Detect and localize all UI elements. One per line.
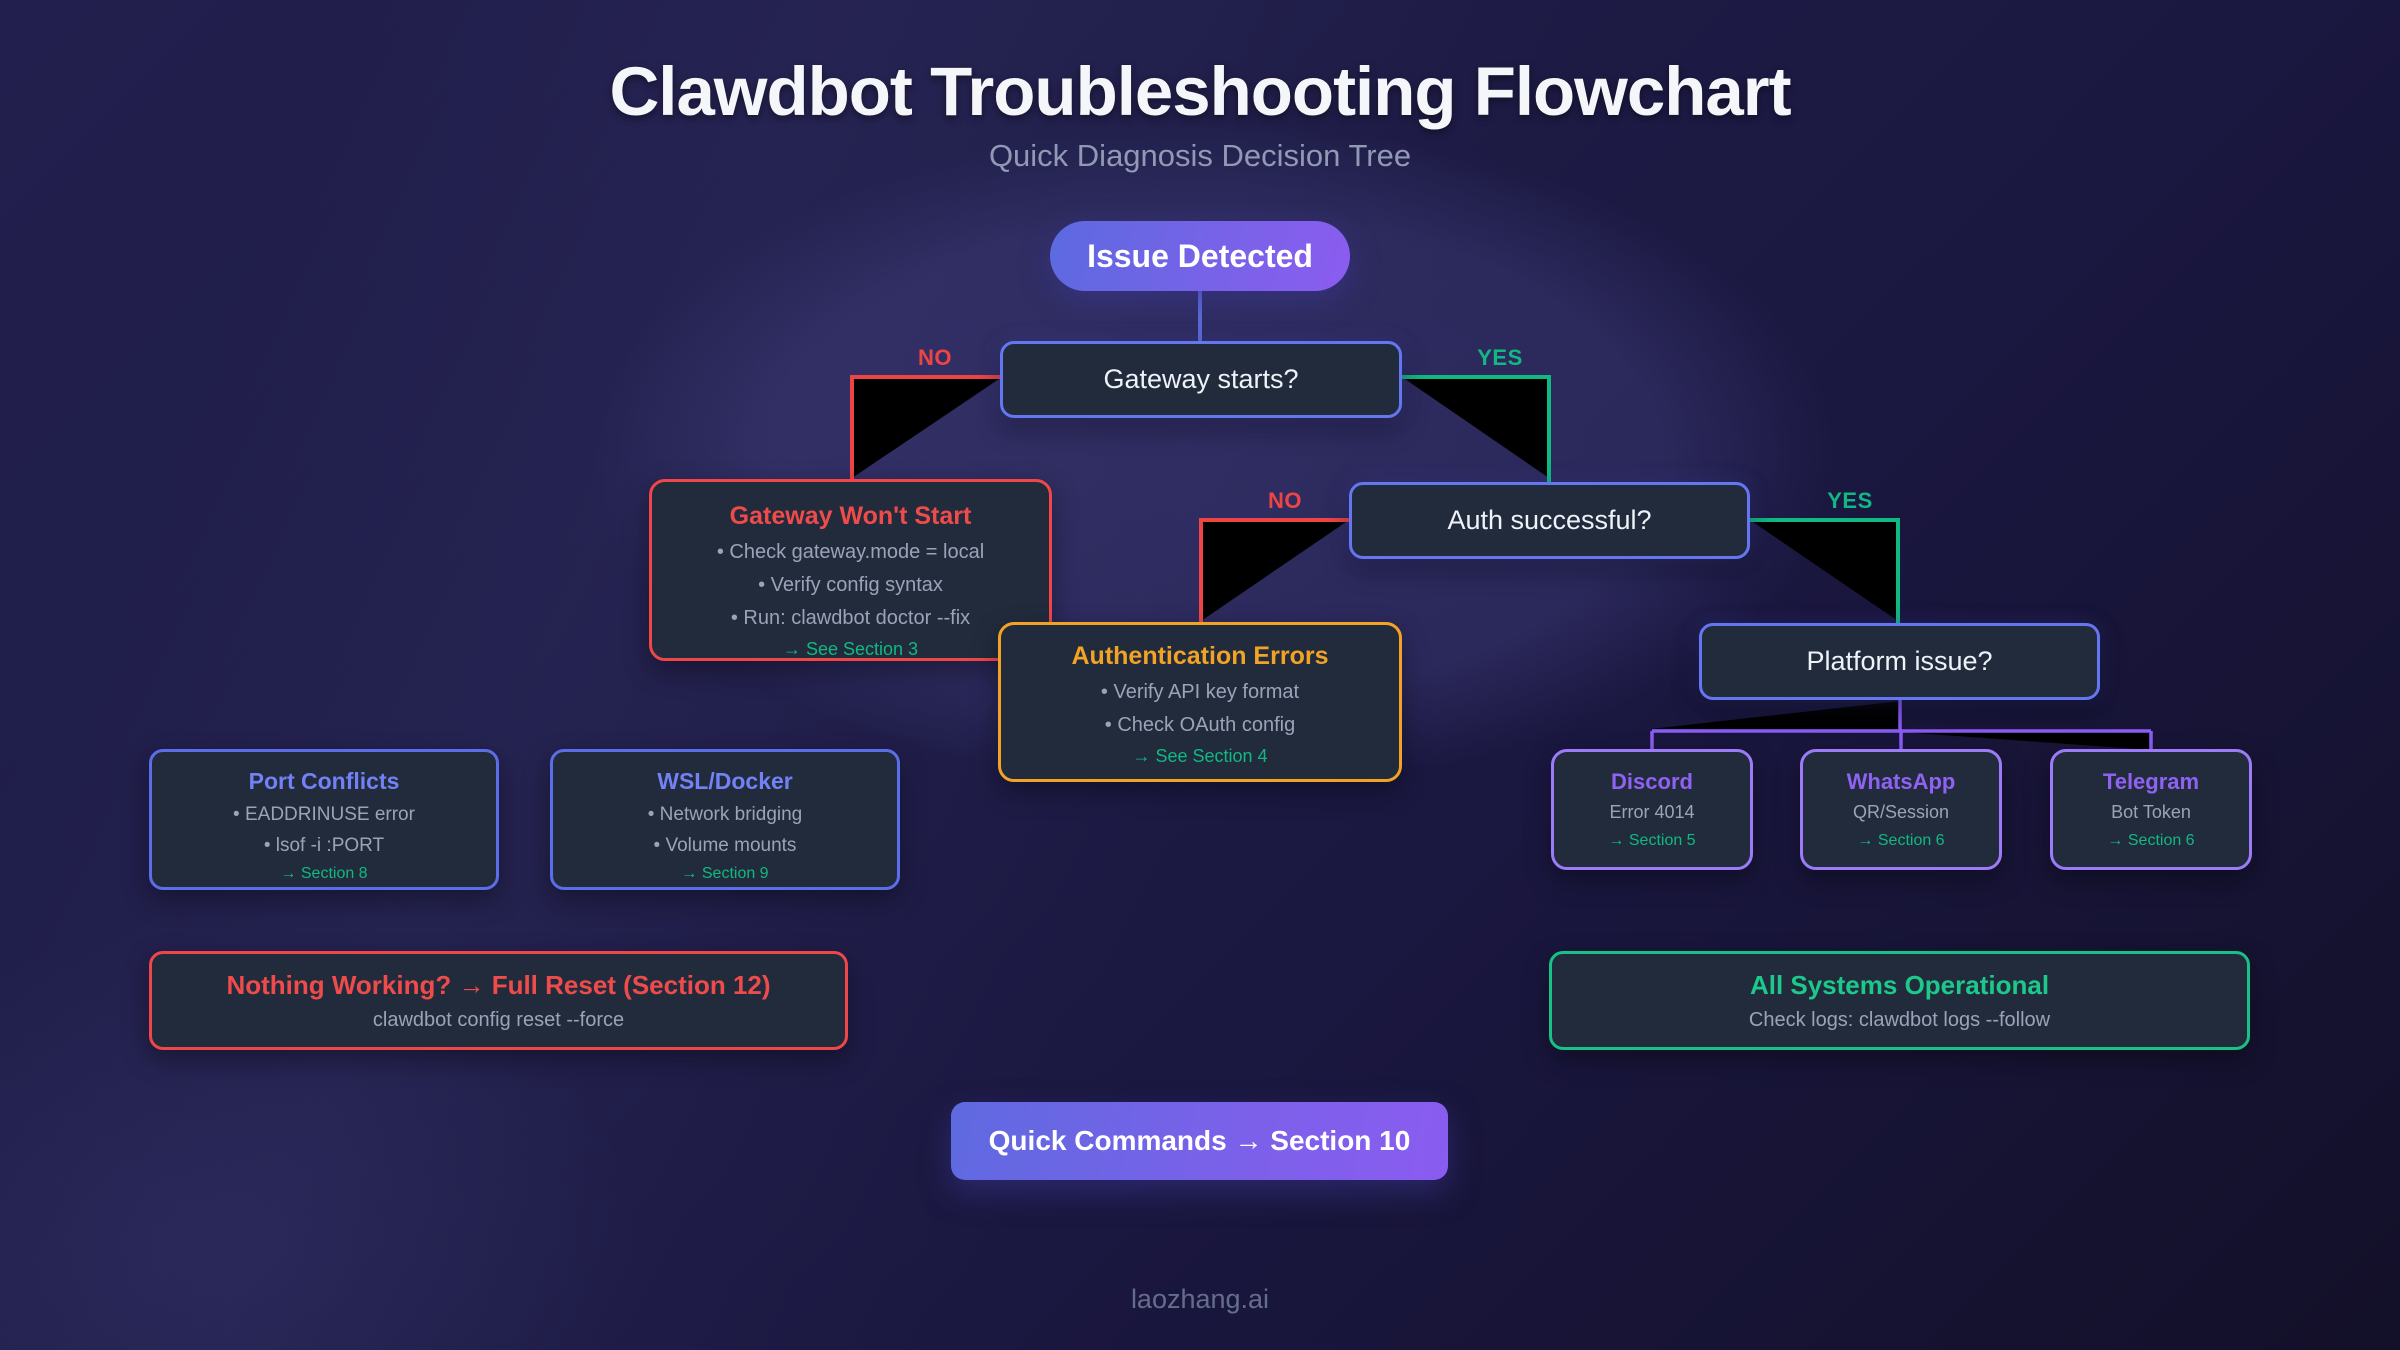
card-port-conflicts-item: • lsof -i :PORT bbox=[263, 835, 385, 856]
card-gateway-wont-start-title: Gateway Won't Start bbox=[729, 502, 972, 530]
card-wsl-docker: WSL/Docker • Network bridging • Volume m… bbox=[550, 749, 900, 890]
quick-commands-button-label: Quick Commands → Section 10 bbox=[988, 1125, 1411, 1156]
card-port-conflicts-title: Port Conflicts bbox=[248, 768, 400, 794]
connector-gateway-yes bbox=[1402, 375, 1551, 483]
banner-full-reset-command: clawdbot config reset --force bbox=[372, 1008, 625, 1031]
connector-wedges bbox=[852, 377, 2151, 750]
edge-label-auth-no: NO bbox=[1268, 488, 1302, 513]
decision-auth-successful-label: Auth successful? bbox=[1447, 505, 1652, 535]
card-wsl-docker-item: • Network bridging bbox=[647, 804, 803, 825]
card-gateway-wont-start-item: • Verify config syntax bbox=[758, 574, 943, 596]
footer-brand: laozhang.ai bbox=[1130, 1284, 1270, 1314]
card-discord-subtitle: Error 4014 bbox=[1609, 802, 1695, 822]
banner-full-reset-title: Nothing Working? → Full Reset (Section 1… bbox=[226, 969, 771, 1000]
card-auth-errors: Authentication Errors • Verify API key f… bbox=[998, 622, 1402, 782]
decision-platform-issue: Platform issue? bbox=[1699, 623, 2100, 700]
card-gateway-wont-start-link: → See Section 3 bbox=[782, 639, 919, 659]
edge-label-gateway-no: NO bbox=[918, 345, 952, 370]
card-telegram-subtitle: Bot Token bbox=[2111, 802, 2191, 822]
card-auth-errors-title: Authentication Errors bbox=[1071, 642, 1329, 670]
decision-gateway-starts: Gateway starts? bbox=[1000, 341, 1402, 418]
card-whatsapp-title: WhatsApp bbox=[1846, 769, 1956, 794]
card-gateway-wont-start: Gateway Won't Start • Check gateway.mode… bbox=[649, 479, 1052, 661]
card-wsl-docker-title: WSL/Docker bbox=[657, 768, 793, 794]
decision-auth-successful: Auth successful? bbox=[1349, 482, 1750, 559]
connector-auth-no bbox=[1199, 518, 1349, 623]
card-discord-title: Discord bbox=[1611, 769, 1693, 794]
card-gateway-wont-start-item: • Check gateway.mode = local bbox=[716, 541, 985, 563]
card-wsl-docker-item: • Volume mounts bbox=[653, 835, 797, 856]
card-auth-errors-item: • Check OAuth config bbox=[1104, 714, 1296, 736]
card-telegram-link: → Section 6 bbox=[2107, 832, 2195, 849]
page-subtitle: Quick Diagnosis Decision Tree bbox=[988, 138, 1412, 173]
card-auth-errors-link: → See Section 4 bbox=[1132, 746, 1268, 766]
card-telegram: Telegram Bot Token → Section 6 bbox=[2050, 749, 2252, 870]
decision-gateway-starts-label: Gateway starts? bbox=[1103, 364, 1299, 394]
card-port-conflicts: Port Conflicts • EADDRINUSE error • lsof… bbox=[149, 749, 499, 890]
card-whatsapp-link: → Section 6 bbox=[1857, 832, 1945, 849]
banner-all-systems-operational: All Systems Operational Check logs: claw… bbox=[1549, 951, 2250, 1050]
card-discord-link: → Section 5 bbox=[1608, 832, 1696, 849]
banner-all-systems-operational-title: All Systems Operational bbox=[1749, 969, 2050, 1000]
card-auth-errors-item: • Verify API key format bbox=[1100, 681, 1300, 703]
start-node-label: Issue Detected bbox=[1087, 237, 1313, 274]
quick-commands-button[interactable]: Quick Commands → Section 10 bbox=[951, 1102, 1448, 1180]
card-wsl-docker-link: → Section 9 bbox=[681, 865, 769, 882]
start-node[interactable]: Issue Detected bbox=[1050, 221, 1350, 291]
connector-auth-yes bbox=[1750, 518, 1900, 624]
card-gateway-wont-start-item: • Run: clawdbot doctor --fix bbox=[730, 607, 971, 629]
edge-label-auth-yes: YES bbox=[1827, 488, 1873, 513]
card-port-conflicts-link: → Section 8 bbox=[280, 865, 368, 882]
connector-gateway-no bbox=[850, 375, 1002, 480]
connector-platform-tree bbox=[1650, 700, 2153, 750]
card-whatsapp: WhatsApp QR/Session → Section 6 bbox=[1800, 749, 2002, 870]
decision-platform-issue-label: Platform issue? bbox=[1806, 646, 1993, 676]
card-port-conflicts-item: • EADDRINUSE error bbox=[233, 804, 415, 825]
card-whatsapp-subtitle: QR/Session bbox=[1852, 802, 1950, 822]
card-discord: Discord Error 4014 → Section 5 bbox=[1551, 749, 1753, 870]
edge-label-gateway-yes: YES bbox=[1477, 345, 1523, 370]
page-title: Clawdbot Troubleshooting Flowchart bbox=[609, 53, 1791, 130]
card-telegram-title: Telegram bbox=[2102, 769, 2200, 794]
banner-all-systems-operational-command: Check logs: clawdbot logs --follow bbox=[1748, 1008, 2051, 1031]
banner-full-reset: Nothing Working? → Full Reset (Section 1… bbox=[149, 951, 848, 1050]
